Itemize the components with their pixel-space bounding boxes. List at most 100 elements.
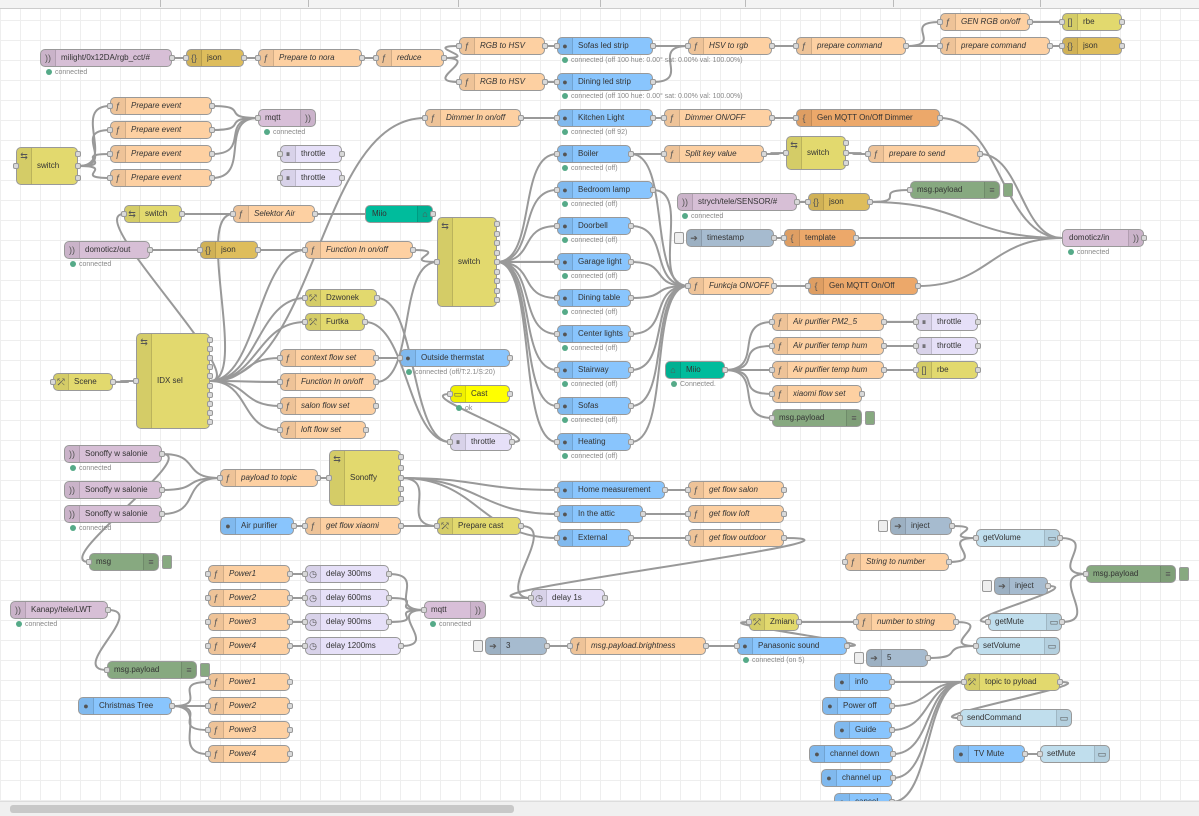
wire[interactable] [77,153,111,167]
wire[interactable] [77,165,111,179]
wire[interactable] [630,261,689,287]
wire[interactable] [496,225,558,263]
output-port[interactable] [494,221,500,227]
input-port[interactable] [1059,19,1065,25]
input-port[interactable] [302,319,308,325]
output-port[interactable] [359,55,365,61]
delay-node[interactable]: ◷delay 900ms [305,613,389,631]
output-port[interactable] [628,535,634,541]
output-port[interactable] [287,679,293,685]
input-port[interactable] [422,115,428,121]
input-port[interactable] [13,163,19,169]
input-port[interactable] [554,295,560,301]
output-port[interactable] [1047,43,1053,49]
mqtt-in-node[interactable]: ))domoticz/in [1062,229,1144,247]
wire[interactable] [443,45,460,59]
input-port[interactable] [865,151,871,157]
wire[interactable] [116,213,218,382]
change-node[interactable]: ⤱Furtka [305,313,365,331]
input-port[interactable] [793,43,799,49]
output-port[interactable] [207,382,213,389]
input-port[interactable] [661,115,667,121]
output-port[interactable] [373,403,379,409]
json-node[interactable]: {}json [808,193,870,211]
input-port[interactable] [528,595,534,601]
input-port[interactable] [973,535,979,541]
wire[interactable] [845,152,869,155]
output-port[interactable] [287,619,293,625]
output-port[interactable] [628,331,634,337]
input-port[interactable] [302,619,308,625]
output-port[interactable] [650,187,656,193]
output-port[interactable] [722,367,728,373]
input-port[interactable] [554,487,560,493]
input-port[interactable] [554,187,560,193]
input-port[interactable] [769,391,775,397]
output-port[interactable] [398,475,404,481]
output-port[interactable] [881,319,887,325]
debug-toggle-button[interactable] [1003,183,1013,197]
output-port[interactable] [703,643,709,649]
output-port[interactable] [853,235,859,241]
output-port[interactable] [494,287,500,294]
workspace-tab[interactable] [893,0,894,7]
input-port[interactable] [205,619,211,625]
output-port[interactable] [1057,679,1063,685]
output-port[interactable] [1059,619,1065,625]
wire[interactable] [376,297,451,443]
wire[interactable] [209,297,306,382]
input-port[interactable] [685,283,691,289]
input-port[interactable] [302,571,308,577]
change-node[interactable]: ⤱Scene [53,373,113,391]
input-port[interactable] [769,343,775,349]
google-node[interactable]: ●Dining led strip [557,73,653,91]
google-node[interactable]: ●Home measurement [557,481,665,499]
rbe-node[interactable]: []rbe [1062,13,1122,31]
output-port[interactable] [843,140,849,146]
input-port[interactable] [805,283,811,289]
input-port[interactable] [769,319,775,325]
switch-node[interactable]: ⇆Sonoffy [329,450,401,506]
throttle-node[interactable]: ⏸throttle [280,145,342,163]
output-port[interactable] [287,571,293,577]
output-port[interactable] [494,230,500,237]
google-node[interactable]: ●channel down [809,745,893,763]
debug-node[interactable]: ≡msg.payload [1086,565,1176,583]
output-port[interactable] [867,199,873,205]
wire[interactable] [869,201,1063,239]
output-port[interactable] [398,643,404,649]
throttle-node[interactable]: ⏸throttle [916,337,978,355]
output-port[interactable] [494,297,500,303]
wire[interactable] [630,153,689,287]
input-port[interactable] [913,319,919,325]
wire[interactable] [441,393,521,443]
output-port[interactable] [771,283,777,289]
throttle-node[interactable]: ⏸throttle [450,433,512,451]
output-port[interactable] [291,523,297,529]
workspace-tab[interactable] [745,0,746,7]
wire[interactable] [94,609,121,671]
wire[interactable] [211,105,259,119]
output-port[interactable] [207,391,213,398]
google-node[interactable]: ●Center lights [557,325,631,343]
wire[interactable] [1059,537,1087,575]
input-port[interactable] [434,523,440,529]
output-port[interactable] [925,655,931,661]
throttle-node[interactable]: ⏸throttle [280,169,342,187]
output-port[interactable] [159,511,165,517]
wire[interactable] [630,285,689,407]
output-port[interactable] [628,403,634,409]
wire[interactable] [517,525,535,599]
wire[interactable] [400,609,425,647]
mqtt-in-node[interactable]: ))milight/0x12DA/rgb_cct/# [40,49,172,67]
wire[interactable] [364,321,451,443]
switch-node[interactable]: ⇆IDX sel [136,333,210,429]
output-port[interactable] [430,211,436,217]
